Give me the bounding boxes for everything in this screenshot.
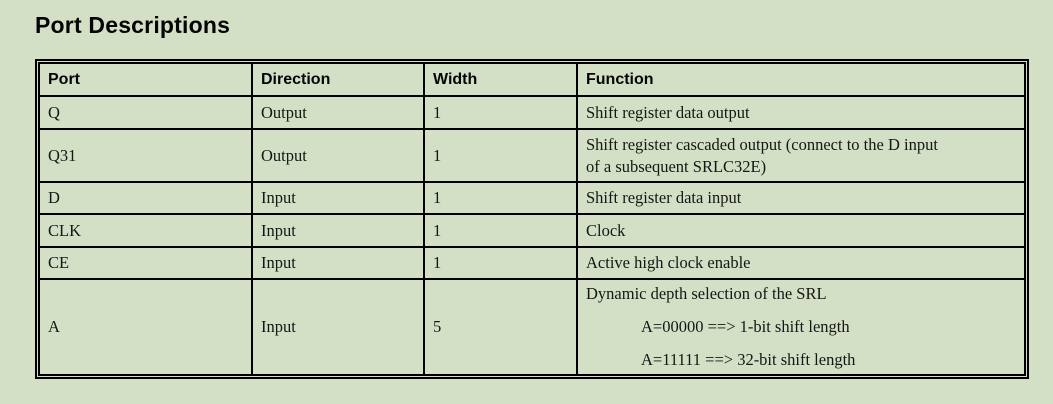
direction-cell: Input (251, 278, 425, 376)
port-cell: D (38, 181, 253, 215)
function-text: Active high clock enable (586, 253, 751, 272)
function-text: Clock (586, 220, 626, 240)
direction-cell: Output (251, 95, 425, 130)
port-cell: A (38, 278, 253, 376)
function-cell: Shift register cascaded output (connect … (576, 128, 1026, 183)
table-row-clk: CLK Input 1 Clock (38, 213, 1026, 248)
function-text: A=11111 ==> 32-bit shift length (641, 350, 856, 369)
width-cell: 1 (423, 246, 578, 280)
function-cell: Clock (576, 213, 1026, 248)
width-cell: 1 (423, 128, 578, 183)
direction-cell: Input (251, 213, 425, 248)
function-text: Shift register data input (586, 188, 742, 207)
function-cell: Shift register data input (576, 181, 1026, 215)
function-text: Shift register data output (586, 102, 750, 122)
table-row-d: D Input 1 Shift register data input (38, 181, 1026, 215)
column-header-width: Width (423, 62, 578, 97)
function-cell: Shift register data output (576, 95, 1026, 130)
function-cell: Active high clock enable (576, 246, 1026, 280)
port-cell: Q31 (38, 128, 253, 183)
function-text: Shift register cascaded output (connect … (586, 134, 938, 154)
function-text: of a subsequent SRLC32E) (586, 156, 767, 176)
direction-cell: Output (251, 128, 425, 183)
function-text: Dynamic depth selection of the SRL (586, 284, 827, 303)
column-header-function: Function (576, 62, 1026, 97)
table-row-a: A Input 5 Dynamic depth selection of the… (38, 278, 1026, 376)
table-row-q: Q Output 1 Shift register data output (38, 95, 1026, 130)
direction-cell: Input (251, 246, 425, 280)
width-cell: 1 (423, 181, 578, 215)
ports-table: Port Direction Width Function Q Output 1… (38, 62, 1026, 376)
port-cell: CLK (38, 213, 253, 248)
function-cell: Dynamic depth selection of the SRL A=000… (576, 278, 1026, 376)
table-row-ce: CE Input 1 Active high clock enable (38, 246, 1026, 280)
table-header-row: Port Direction Width Function (38, 62, 1026, 97)
width-cell: 1 (423, 95, 578, 130)
port-cell: CE (38, 246, 253, 280)
port-cell: Q (38, 95, 253, 130)
column-header-port: Port (38, 62, 253, 97)
direction-cell: Input (251, 181, 425, 215)
width-cell: 1 (423, 213, 578, 248)
port-descriptions-table: Port Direction Width Function Q Output 1… (35, 59, 1029, 379)
column-header-direction: Direction (251, 62, 425, 97)
function-text: A=00000 ==> 1-bit shift length (641, 317, 850, 336)
page-title: Port Descriptions (35, 12, 231, 38)
table-row-q31: Q31 Output 1 Shift register cascaded out… (38, 128, 1026, 183)
width-cell: 5 (423, 278, 578, 376)
